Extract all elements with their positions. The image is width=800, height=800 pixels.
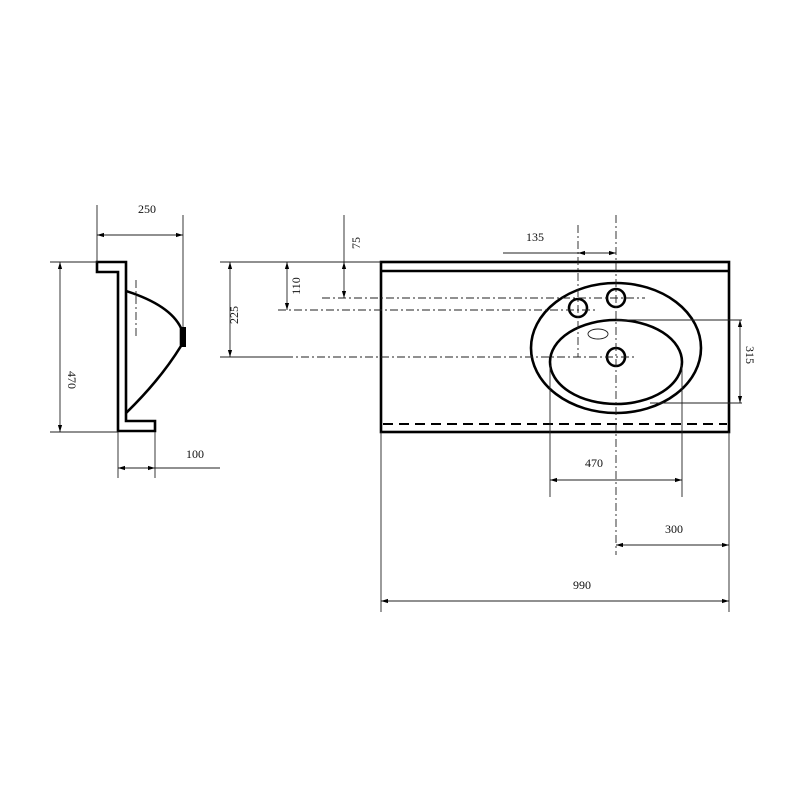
dim-300-label: 300 [665, 522, 683, 536]
dim-470-bowl-label: 470 [585, 456, 603, 470]
overflow-tab [180, 327, 186, 347]
countertop-outline [379, 260, 731, 434]
dim-250-label: 250 [138, 202, 156, 216]
dim-225-label: 225 [227, 306, 241, 324]
top-view: 225 110 75 135 315 470 300 990 [220, 215, 757, 612]
side-view: 250 470 100 [50, 202, 220, 478]
dim-75-label: 75 [349, 237, 363, 249]
dim-315-label: 315 [743, 346, 757, 364]
bowl-curve [125, 289, 183, 414]
dim-470-height-label: 470 [65, 371, 79, 389]
dim-100-label: 100 [186, 447, 204, 461]
dim-110-label: 110 [289, 277, 303, 295]
overflow-slot [587, 328, 609, 340]
side-profile [95, 260, 157, 433]
dim-990-label: 990 [573, 578, 591, 592]
dim-135-label: 135 [526, 230, 544, 244]
